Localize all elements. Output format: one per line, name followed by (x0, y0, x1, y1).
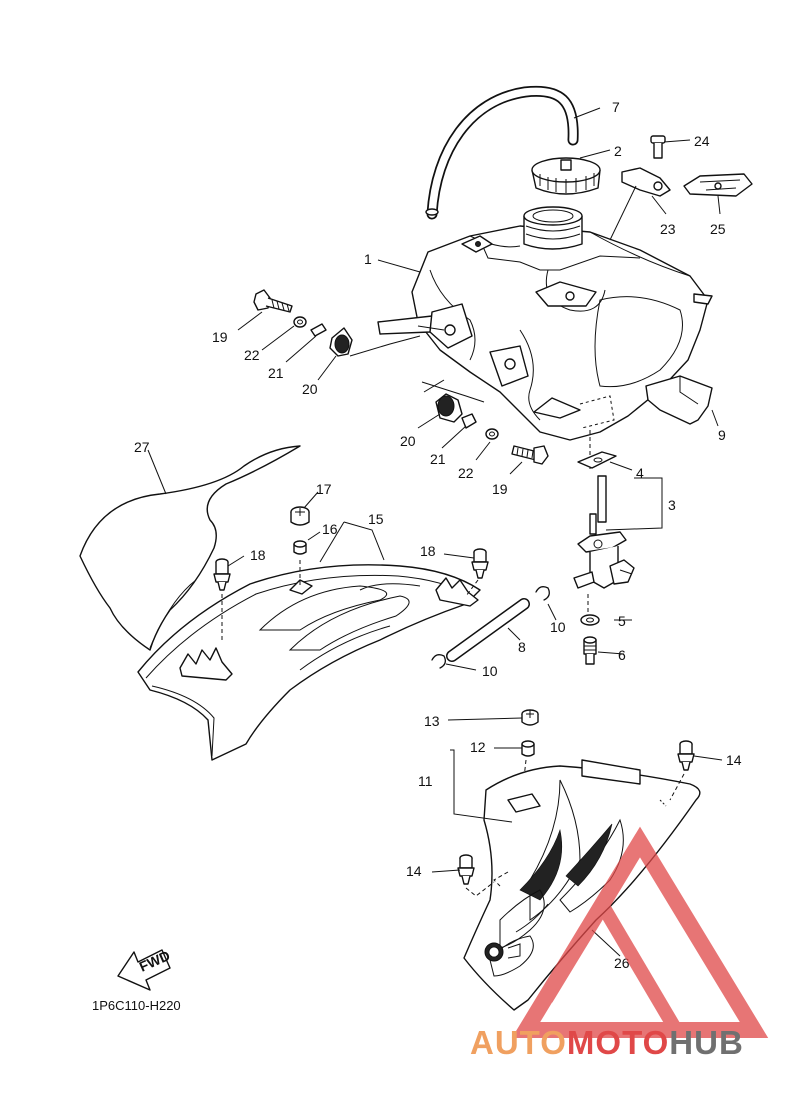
callout-22-upper: 22 (244, 347, 260, 363)
callout-numbers: 1 2 3 4 5 6 7 8 9 10 10 11 12 13 14 14 1… (134, 99, 742, 971)
callout-18-left: 18 (250, 547, 266, 563)
callout-14-lower: 14 (406, 863, 422, 879)
washer-22-lower (485, 428, 499, 440)
fwd-arrow-icon: FWD (117, 947, 172, 991)
breather-hose (425, 85, 579, 220)
washer-5 (580, 614, 600, 626)
callout-19-lower: 19 (492, 481, 508, 497)
diagram-code: 1P6C110-H220 (92, 998, 181, 1013)
bolt-18-left (213, 558, 231, 591)
bolt-14-upper (677, 740, 695, 771)
callout-9: 9 (718, 427, 726, 443)
washer-22-upper (293, 316, 307, 328)
svg-text:AUTOMOTOHUB: AUTOMOTOHUB (470, 1024, 744, 1061)
grommet-20-lower (435, 393, 463, 423)
watermark-text: AUTOMOTOHUB (470, 1024, 744, 1061)
callout-4: 4 (636, 465, 644, 481)
fuel-cock (573, 475, 635, 589)
callout-16: 16 (322, 521, 338, 537)
callout-7: 7 (612, 99, 620, 115)
fuel-tank (377, 206, 713, 470)
watermark-hub: HUB (669, 1024, 744, 1061)
callout-12: 12 (470, 739, 486, 755)
callout-22-lower: 22 (458, 465, 474, 481)
hardware-right-lower (421, 379, 549, 465)
callout-21-lower: 21 (430, 451, 446, 467)
callout-8: 8 (518, 639, 526, 655)
callout-3: 3 (668, 497, 676, 513)
callout-25: 25 (710, 221, 726, 237)
callout-1: 1 (364, 251, 372, 267)
watermark-moto: MOTO (567, 1024, 669, 1061)
plate-25 (683, 173, 753, 197)
callout-15: 15 (368, 511, 384, 527)
callout-20-lower: 20 (400, 433, 416, 449)
fuel-cap (531, 157, 601, 195)
callout-6: 6 (618, 647, 626, 663)
callout-11: 11 (418, 773, 433, 789)
screw-17 (290, 506, 310, 526)
watermark-logo (511, 826, 769, 1038)
grommet-12 (521, 740, 535, 757)
collar-21-lower (461, 413, 477, 429)
callout-23: 23 (660, 221, 676, 237)
bracket-23 (621, 167, 671, 197)
callout-14-upper: 14 (726, 752, 742, 768)
clip-10-lower (431, 654, 446, 669)
collar-21-upper (310, 323, 327, 337)
bolt-19-lower (511, 445, 549, 465)
damper-9 (645, 375, 713, 425)
watermark-auto: AUTO (470, 1024, 567, 1061)
gasket-4 (577, 451, 617, 469)
callout-5: 5 (618, 613, 626, 629)
bolt-18-right (471, 548, 489, 579)
callout-2: 2 (614, 143, 622, 159)
screw-6 (583, 636, 597, 665)
callout-24: 24 (694, 133, 710, 149)
bolt-19-upper (253, 289, 293, 313)
grommet-20-upper (329, 327, 353, 357)
hardware-left-upper (253, 289, 445, 357)
leader-lines (147, 107, 723, 957)
callout-19-upper: 19 (212, 329, 228, 345)
callout-10-upper: 10 (550, 619, 566, 635)
callout-20-upper: 20 (302, 381, 318, 397)
callout-21-upper: 21 (268, 365, 284, 381)
screw-13 (521, 709, 539, 726)
side-cover-11 (463, 759, 701, 1011)
callout-17: 17 (316, 481, 332, 497)
clip-10-upper (535, 586, 550, 601)
shroud-15 (137, 564, 481, 761)
callout-26: 26 (614, 955, 630, 971)
callout-27: 27 (134, 439, 150, 455)
bolt-24 (650, 135, 666, 159)
callout-13: 13 (424, 713, 440, 729)
washer-16 (293, 540, 307, 555)
decal-27 (79, 445, 301, 651)
bolt-14-lower (457, 854, 475, 885)
fuel-hose-8 (446, 598, 530, 662)
callout-10-lower: 10 (482, 663, 498, 679)
callout-18-right: 18 (420, 543, 436, 559)
